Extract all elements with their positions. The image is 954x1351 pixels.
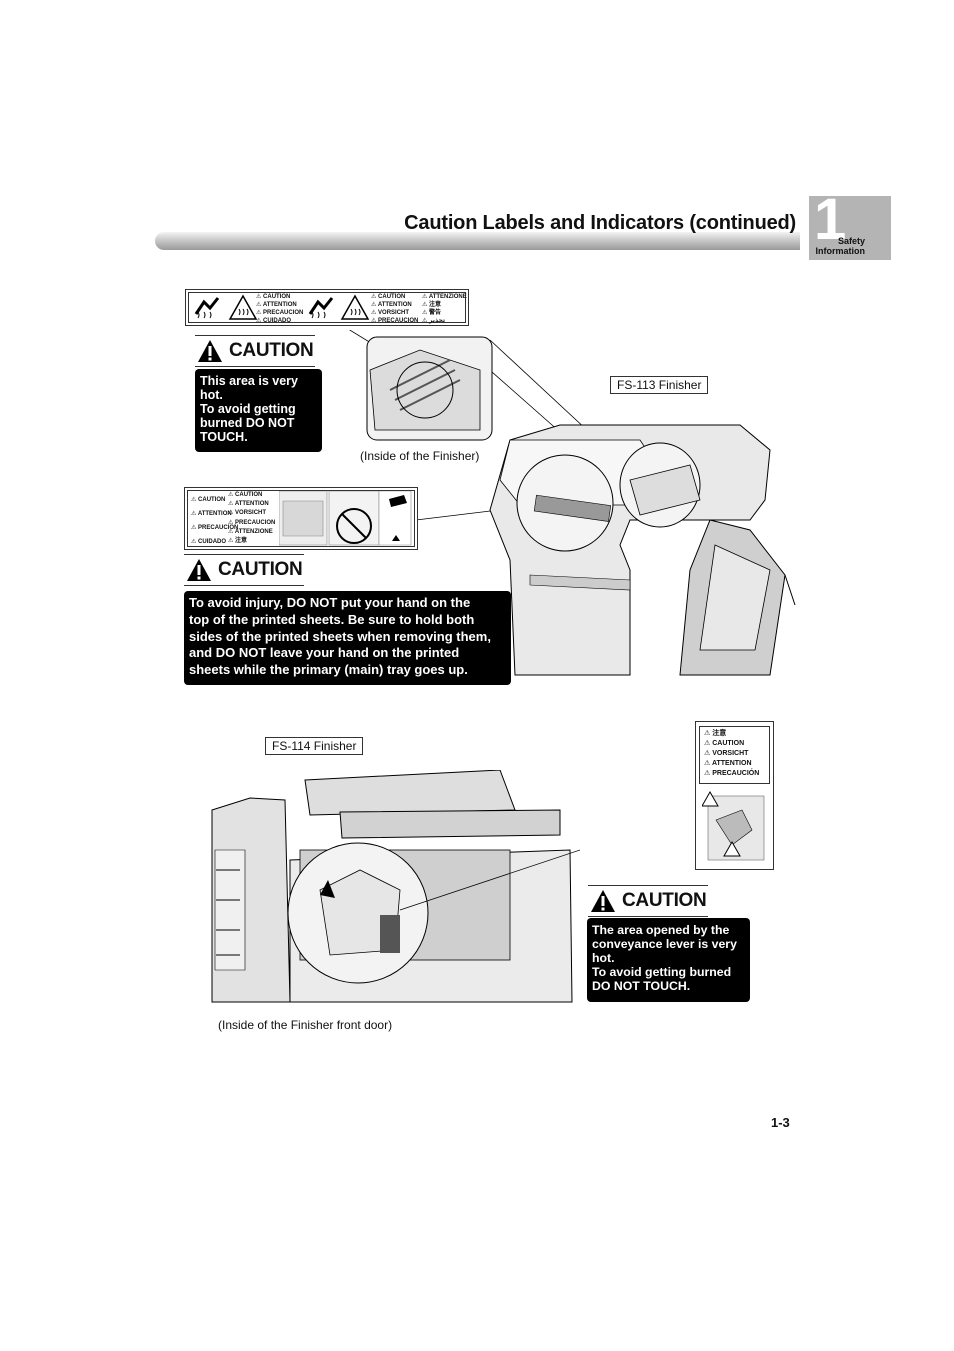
title-bar <box>155 232 800 250</box>
sticker1-col2: ⚠ CAUTION ⚠ ATTENTION ⚠ VORSICHT ⚠ PRECA… <box>371 294 419 324</box>
sticker2-col2: ⚠ CAUTION ⚠ ATTENTION ⚠ VORSICHT ⚠ PRECA… <box>228 492 276 545</box>
fs114-label: FS-114 Finisher <box>265 737 364 755</box>
hot-warning-sticker: ⚠ CAUTION ⚠ ATTENTION ⚠ PRECAUCION ⚠ CUI… <box>185 289 469 326</box>
caution-heading-1: CAUTION <box>195 335 315 367</box>
warning-icon <box>198 340 222 362</box>
lever-hot-illustration <box>702 790 765 861</box>
chapter-number: 1 <box>814 187 847 252</box>
caption-front-door: (Inside of the Finisher front door) <box>218 1018 393 1032</box>
sticker1-col3: ⚠ ATTENZIONE ⚠ 注意 ⚠ 警告 ⚠ تحذير <box>422 294 467 324</box>
caption-inside-finisher: (Inside of the Finisher) <box>360 449 480 463</box>
conveyance-warning-sticker: ⚠ 注意 ⚠ CAUTION ⚠ VORSICHT ⚠ ATTENTION ⚠ … <box>695 721 774 870</box>
hand-burn-icon <box>194 297 220 319</box>
caution-text-2: To avoid injury, DO NOT put your hand on… <box>184 591 511 685</box>
fs113-finisher-illustration <box>349 330 796 676</box>
caution-heading-2: CAUTION <box>184 554 304 586</box>
chapter-tab <box>809 196 891 260</box>
hot-triangle-icon <box>340 294 370 320</box>
sticker2-col1: ⚠ CAUTION ⚠ ATTENTION ⚠ PRECAUCION ⚠ CUI… <box>191 497 239 545</box>
hand-burn-icon <box>308 297 334 319</box>
caution-heading-3: CAUTION <box>588 885 708 917</box>
caution-text-1: This area is very hot. To avoid getting … <box>195 369 322 452</box>
warning-icon <box>187 559 211 581</box>
fs114-finisher-illustration <box>211 770 580 1003</box>
hot-triangle-icon <box>228 294 258 320</box>
hand-warning-sticker: ⚠ CAUTION ⚠ ATTENTION ⚠ PRECAUCION ⚠ CUI… <box>184 487 418 550</box>
page-title: Caution Labels and Indicators (continued… <box>404 212 796 234</box>
sticker1-col1: ⚠ CAUTION ⚠ ATTENTION ⚠ PRECAUCION ⚠ CUI… <box>256 294 304 324</box>
sticker3-lines: ⚠ 注意 ⚠ CAUTION ⚠ VORSICHT ⚠ ATTENTION ⚠ … <box>704 730 760 777</box>
chapter-label: Safety Information <box>815 236 866 256</box>
fs113-label: FS-113 Finisher <box>610 376 709 394</box>
warning-icon <box>591 890 615 912</box>
caution-text-3: The area opened by the conveyance lever … <box>587 918 750 1002</box>
page-number: 1-3 <box>771 1115 790 1130</box>
no-hand-illustration <box>279 491 412 546</box>
